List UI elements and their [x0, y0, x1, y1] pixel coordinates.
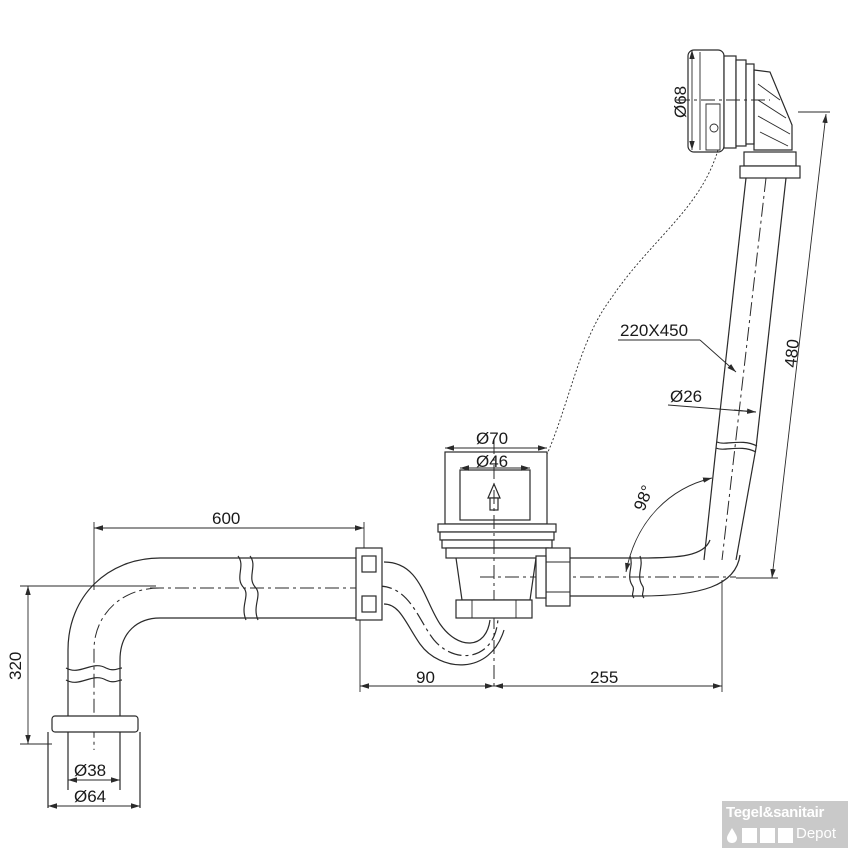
dim-d46: Ø46: [476, 452, 508, 471]
dim-d26: Ø26: [670, 387, 702, 406]
overflow-head: [676, 49, 801, 179]
dim-d68: Ø68: [671, 86, 690, 118]
overflow-tube: [703, 177, 787, 561]
dim-320: 320: [6, 652, 25, 680]
dimension-lines: [20, 50, 830, 809]
brand-logo: Tegel&sanitair Depot: [722, 801, 848, 848]
left-elbow: [65, 557, 161, 750]
drop-icon: [727, 828, 793, 843]
dim-angle-98: 98°: [630, 483, 657, 514]
dim-d38: Ø38: [74, 761, 106, 780]
dim-480: 480: [781, 338, 803, 368]
s-trap: [377, 561, 505, 666]
dim-d64: Ø64: [74, 787, 106, 806]
brand-sub: Depot: [796, 825, 837, 842]
dim-d70: Ø70: [476, 429, 508, 448]
bath-drain: [437, 440, 557, 690]
dim-90: 90: [416, 668, 435, 687]
dim-220x450: 220X450: [620, 321, 688, 340]
dim-255: 255: [590, 668, 618, 687]
main-pipe: [150, 547, 383, 621]
brand-name: Tegel&sanitair: [726, 804, 825, 821]
trap-fittings: [455, 547, 571, 619]
dim-600: 600: [212, 509, 240, 528]
